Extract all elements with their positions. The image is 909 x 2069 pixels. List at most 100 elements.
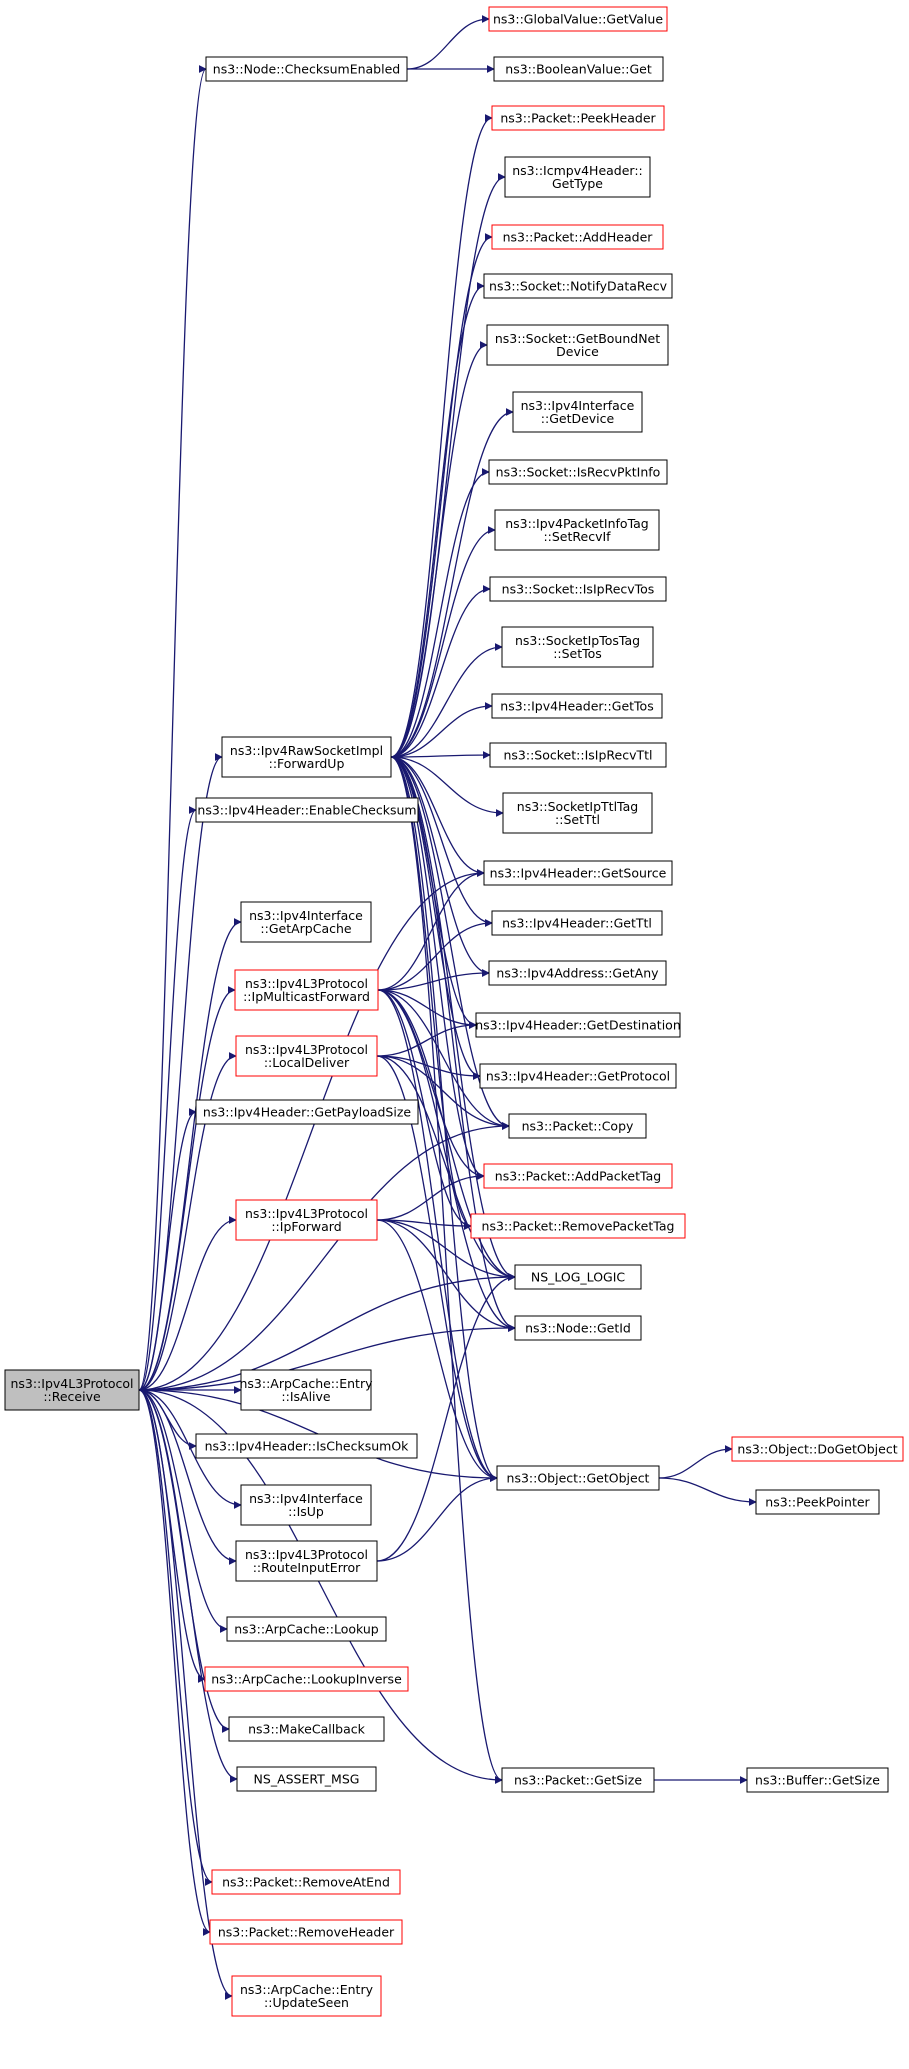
node-getany[interactable]: ns3::Ipv4Address::GetAny [488,960,667,986]
node-label: ::LocalDeliver [264,1055,350,1070]
node-getsize[interactable]: ns3::Packet::GetSize [501,1767,655,1793]
edge-fwdup-to-logic [390,756,516,1281]
node-settos[interactable]: ns3::SocketIpTosTag::SetTos [501,626,654,668]
node-getsource[interactable]: ns3::Ipv4Header::GetSource [483,860,673,886]
node-label: ns3::GlobalValue::GetValue [493,12,663,27]
node-label: ::IsAlive [281,1389,331,1404]
node-label: ns3::Ipv4L3Protocol [10,1376,133,1391]
node-fwdup[interactable]: ns3::Ipv4RawSocketImpl::ForwardUp [221,736,392,778]
node-getarp[interactable]: ns3::Ipv4Interface::GetArpCache [240,901,372,943]
node-label: ns3::Ipv4Interface [521,398,635,413]
node-rmend[interactable]: ns3::Packet::RemoveAtEnd [211,1869,401,1895]
node-notifyrecv[interactable]: ns3::Socket::NotifyDataRecv [483,273,673,299]
edge-recv-to-pcopy [138,1122,510,1391]
node-box [496,1465,660,1491]
node-getdest[interactable]: ns3::Ipv4Header::GetDestination [475,1012,681,1038]
node-box [240,1484,372,1526]
node-label: ns3::Ipv4Address::GetAny [496,966,659,981]
node-icmptype[interactable]: ns3::Icmpv4Header::GetType [504,156,651,198]
node-isiprecvtos[interactable]: ns3::Socket::IsIpRecvTos [489,576,667,602]
edge-ipmcast-to-getttl [377,919,493,991]
node-getid[interactable]: ns3::Node::GetId [514,1315,642,1341]
edge-fwdup-to-boundnet [390,341,488,758]
node-box [195,1099,419,1125]
edge-ipmcast-to-logic [377,989,516,1281]
node-isrecvpkt[interactable]: ns3::Socket::IsRecvPktInfo [488,459,668,485]
node-box [226,1616,387,1642]
node-label: ns3::Socket::GetBoundNet [495,331,660,346]
node-gettos[interactable]: ns3::Ipv4Header::GetTos [491,693,663,719]
node-label: NS_LOG_LOGIC [531,1270,626,1285]
node-label: ns3::ArpCache::LookupInverse [211,1672,402,1687]
node-isalive[interactable]: ns3::ArpCache::Entry::IsAlive [240,1369,374,1411]
node-ipmcast[interactable]: ns3::Ipv4L3Protocol::IpMulticastForward [234,969,379,1011]
node-box [240,1369,372,1411]
node-label: ::ForwardUp [269,756,345,771]
node-rmhdr[interactable]: ns3::Packet::RemoveHeader [209,1919,403,1945]
edge-recv-to-getsource [138,869,485,1391]
node-gvget[interactable]: ns3::GlobalValue::GetValue [488,6,668,32]
edge-ipmcast-to-getsource [377,869,485,991]
edge-fwdup-to-removetag [390,756,472,1230]
node-ifgetdev[interactable]: ns3::Ipv4Interface::GetDevice [512,391,643,433]
node-lookupinv[interactable]: ns3::ArpCache::LookupInverse [204,1666,409,1692]
node-iprecvttl[interactable]: ns3::Socket::IsIpRecvTtl [489,742,667,768]
node-logic[interactable]: NS_LOG_LOGIC [514,1264,642,1290]
node-box [501,626,654,668]
node-payload[interactable]: ns3::Ipv4Header::GetPayloadSize [195,1099,419,1125]
node-pcopy[interactable]: ns3::Packet::Copy [508,1113,647,1139]
node-peekhdr[interactable]: ns3::Packet::PeekHeader [491,105,665,131]
edge-recv-to-isup [138,1389,242,1509]
node-ipfwd[interactable]: ns3::Ipv4L3Protocol::IpForward [235,1199,378,1241]
node-box [488,6,668,32]
node-updseen[interactable]: ns3::ArpCache::Entry::UpdateSeen [231,1975,382,2017]
node-peekptr[interactable]: ns3::PeekPointer [755,1489,880,1515]
node-box [205,56,408,82]
node-box [4,1369,140,1411]
node-box [508,1113,647,1139]
edge-fwdup-to-getsource [390,756,485,877]
node-csum[interactable]: ns3::Node::ChecksumEnabled [205,56,408,82]
node-getttl[interactable]: ns3::Ipv4Header::GetTtl [491,910,663,936]
edge-ipmcast-to-getid [377,989,516,1332]
node-label: ns3::Buffer::GetSize [755,1773,880,1788]
node-recv[interactable]: ns3::Ipv4L3Protocol::Receive [4,1369,140,1411]
node-localdel[interactable]: ns3::Ipv4L3Protocol::LocalDeliver [235,1035,378,1077]
edge-fwdup-to-getproto [390,756,481,1080]
node-label: ns3::Socket::NotifyDataRecv [489,279,668,294]
node-box [235,1199,378,1241]
node-label: ns3::Socket::IsIpRecvTos [502,582,655,597]
node-label: ns3::Ipv4Interface [249,908,363,923]
node-getobj[interactable]: ns3::Object::GetObject [496,1465,660,1491]
node-setrecvif[interactable]: ns3::Ipv4PacketInfoTag::SetRecvIf [494,509,660,551]
edge-ipfwd-to-getid [376,1219,516,1332]
node-addhdr[interactable]: ns3::Packet::AddHeader [491,224,664,250]
node-lookup[interactable]: ns3::ArpCache::Lookup [226,1616,387,1642]
edge-ipmcast-to-pcopy [377,989,510,1130]
node-setttl[interactable]: ns3::SocketIpTtlTag::SetTtl [502,792,653,834]
edge-fwdup-to-peekhdr [390,114,493,758]
node-enablecsum[interactable]: ns3::Ipv4Header::EnableChecksum [195,797,419,823]
node-box [755,1489,880,1515]
node-removetag[interactable]: ns3::Packet::RemovePacketTag [470,1213,686,1239]
edges-layer [138,15,757,2000]
node-makecb[interactable]: ns3::MakeCallback [228,1716,385,1742]
edge-recv-to-fwdup [138,753,223,1391]
node-box [504,156,651,198]
node-box [501,1767,655,1793]
node-rterr[interactable]: ns3::Ipv4L3Protocol::RouteInputError [235,1540,378,1582]
node-boolget[interactable]: ns3::BooleanValue::Get [493,56,664,82]
edge-fwdup-to-settos [390,643,503,758]
node-bufsize[interactable]: ns3::Buffer::GetSize [746,1767,889,1793]
node-isup[interactable]: ns3::Ipv4Interface::IsUp [240,1484,372,1526]
node-getproto[interactable]: ns3::Ipv4Header::GetProtocol [479,1063,677,1089]
edge-fwdup-to-getany [390,756,490,977]
edge-fwdup-to-setttl [390,756,504,817]
node-csumok[interactable]: ns3::Ipv4Header::IsChecksumOk [195,1433,418,1459]
node-assertmsg[interactable]: NS_ASSERT_MSG [236,1766,377,1792]
edge-getobj-to-peekptr [658,1477,757,1506]
node-dogetobj[interactable]: ns3::Object::DoGetObject [731,1436,904,1462]
node-label: ns3::Ipv4Header::IsChecksumOk [205,1439,410,1454]
node-addtag[interactable]: ns3::Packet::AddPacketTag [483,1163,673,1189]
